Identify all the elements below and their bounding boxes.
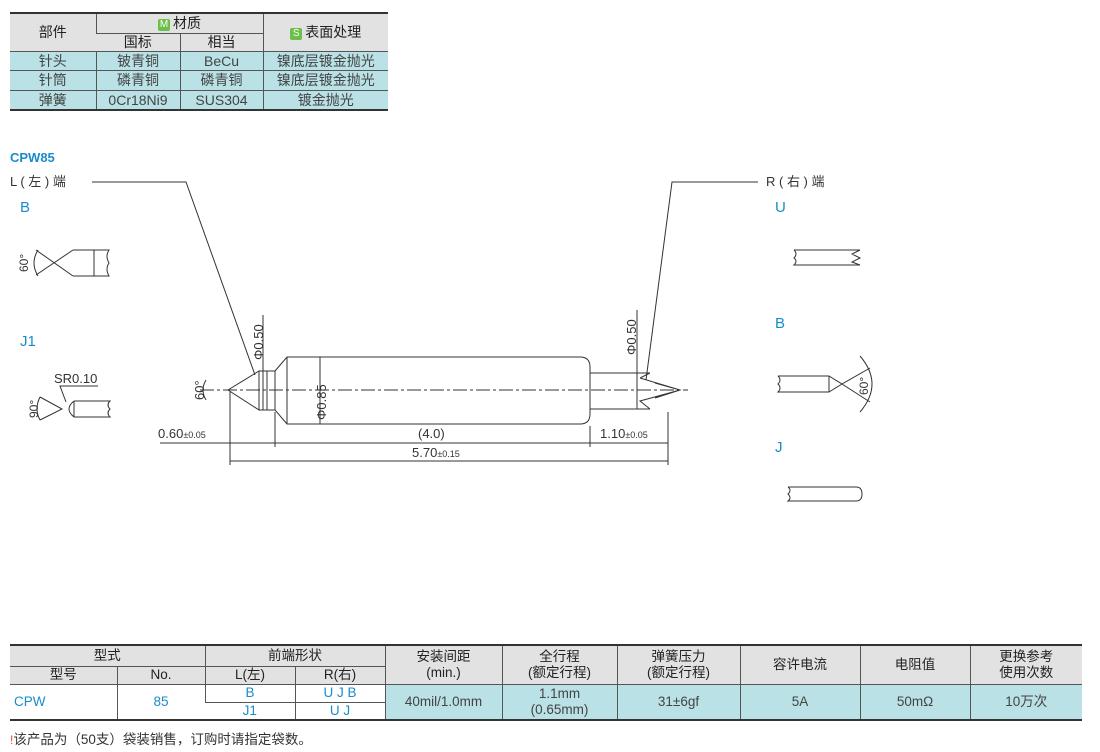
dimension-lines [160, 392, 669, 465]
header-spacing: 安装间距(min.) [384, 644, 502, 685]
table-row: CPW 85 B U J B 40mil/1.0mm 1.1mm(0.65mm)… [10, 683, 1082, 721]
left-j1-angle: 90° [27, 400, 41, 418]
header-no: No. [116, 665, 205, 685]
right-b-angle: 60° [857, 377, 871, 395]
right-type-j: J [775, 439, 783, 456]
header-life-sub: 使用次数 [999, 664, 1054, 680]
cell-travel-sub: (0.65mm) [530, 701, 589, 717]
dim-left: 0.60±0.05 [158, 426, 206, 441]
probe-pin-body [200, 356, 688, 425]
right-type-u: U [775, 199, 786, 216]
right-leader-line [645, 181, 758, 381]
right-type-b: B [775, 315, 785, 332]
cell-surface: 镀金抛光 [262, 89, 388, 111]
note-text: 该产品为（50支）袋装销售，订购时请指定袋数。 [13, 732, 312, 747]
model-label: CPW85 [10, 150, 55, 165]
right-end-label: R ( 右 ) 端 [766, 174, 825, 189]
cell-life: 10万次 [969, 683, 1082, 721]
dim-right: 1.10±0.05 [600, 426, 648, 441]
left-leader-line [92, 181, 256, 376]
cell-current: 5A [739, 683, 860, 721]
header-material-label: 材质 [173, 15, 201, 32]
header-model: 型号 [10, 665, 117, 685]
material-badge-icon: M [158, 19, 170, 32]
cell-part: 针头 [10, 50, 96, 71]
surface-badge-icon: S [290, 28, 303, 41]
cell-left-1: B [204, 683, 295, 703]
order-note: !该产品为（50支）袋装销售，订购时请指定袋数。 [10, 728, 312, 748]
dia-right-label: Φ0.50 [624, 319, 639, 355]
left-b-tip-icon [33, 249, 110, 277]
header-tip-shape: 前端形状 [204, 644, 385, 667]
cell-gb: 0Cr18Ni9 [95, 89, 180, 111]
header-type: 型式 [10, 644, 205, 667]
cell-spring: 31±6gf [616, 683, 740, 721]
cell-travel: 1.1mm(0.65mm) [501, 683, 617, 721]
angle-arc [202, 379, 207, 401]
cell-model: CPW [10, 683, 117, 721]
cell-travel-value: 1.1mm [538, 685, 581, 701]
cell-gb: 铍青铜 [95, 50, 180, 71]
left-j1-tip-icon [36, 385, 112, 421]
header-spring-sub: (额定行程) [647, 664, 710, 680]
header-gb: 国标 [96, 32, 180, 52]
cell-right-1: U J B [294, 683, 385, 703]
header-travel: 全行程(额定行程) [501, 644, 617, 685]
header-travel-sub: (额定行程) [528, 664, 591, 680]
cell-surface: 镍底层镀金抛光 [262, 50, 388, 71]
right-j-tip-icon [786, 486, 863, 502]
cell-equivalent: SUS304 [179, 89, 263, 111]
dia-barrel-label: Φ0.85 [314, 384, 329, 420]
header-life-label: 更换参考 [999, 648, 1054, 664]
cell-spacing: 40mil/1.0mm [384, 683, 502, 721]
main-angle: 60° [192, 380, 207, 400]
dia-tip-label: Φ0.50 [251, 324, 266, 360]
header-resistance: 电阻值 [859, 644, 970, 685]
cell-surface: 镍底层镀金抛光 [262, 69, 388, 91]
left-end-label: L ( 左 ) 端 [10, 174, 66, 189]
left-type-j1: J1 [20, 333, 36, 350]
header-left: L(左) [204, 665, 295, 685]
table-row: J1 U J [10, 701, 1082, 721]
info-icon: ! [10, 733, 14, 747]
spec-table: 型式 前端形状 安装间距(min.) 全行程(额定行程) 弹簧压力(额定行程) … [10, 644, 1082, 721]
header-travel-label: 全行程 [539, 648, 580, 664]
cell-left-2: J1 [205, 701, 295, 721]
left-b-angle: 60° [17, 254, 31, 272]
cell-right-2: U J [294, 701, 385, 721]
header-surface-label: 表面处理 [305, 24, 362, 41]
header-spacing-label: 安装间距 [416, 648, 471, 664]
header-life: 更换参考使用次数 [969, 644, 1082, 685]
right-u-tip-icon [792, 249, 862, 266]
cell-no: 85 [116, 683, 205, 721]
sr-label: SR0.10 [54, 371, 97, 386]
header-spring: 弹簧压力(额定行程) [616, 644, 740, 685]
technical-drawing: CPW85 L ( 左 ) 端 R ( 右 ) 端 B 60° J1 SR0.1… [10, 150, 873, 502]
cell-resistance: 50mΩ [859, 683, 970, 721]
header-part: 部件 [10, 12, 96, 52]
header-spacing-sub: (min.) [426, 664, 461, 680]
cell-equivalent: 磷青铜 [179, 69, 263, 91]
header-spring-label: 弹簧压力 [651, 648, 706, 664]
right-b-tip-icon [776, 355, 873, 413]
header-current: 容许电流 [739, 644, 860, 685]
cell-part: 弹簧 [10, 89, 96, 111]
dim-total: 5.70±0.15 [412, 445, 460, 460]
left-type-b: B [20, 199, 30, 216]
cell-equivalent: BeCu [179, 50, 263, 71]
dim-mid: (4.0) [418, 426, 445, 441]
header-equivalent: 相当 [179, 32, 263, 52]
header-right: R(右) [294, 665, 385, 685]
